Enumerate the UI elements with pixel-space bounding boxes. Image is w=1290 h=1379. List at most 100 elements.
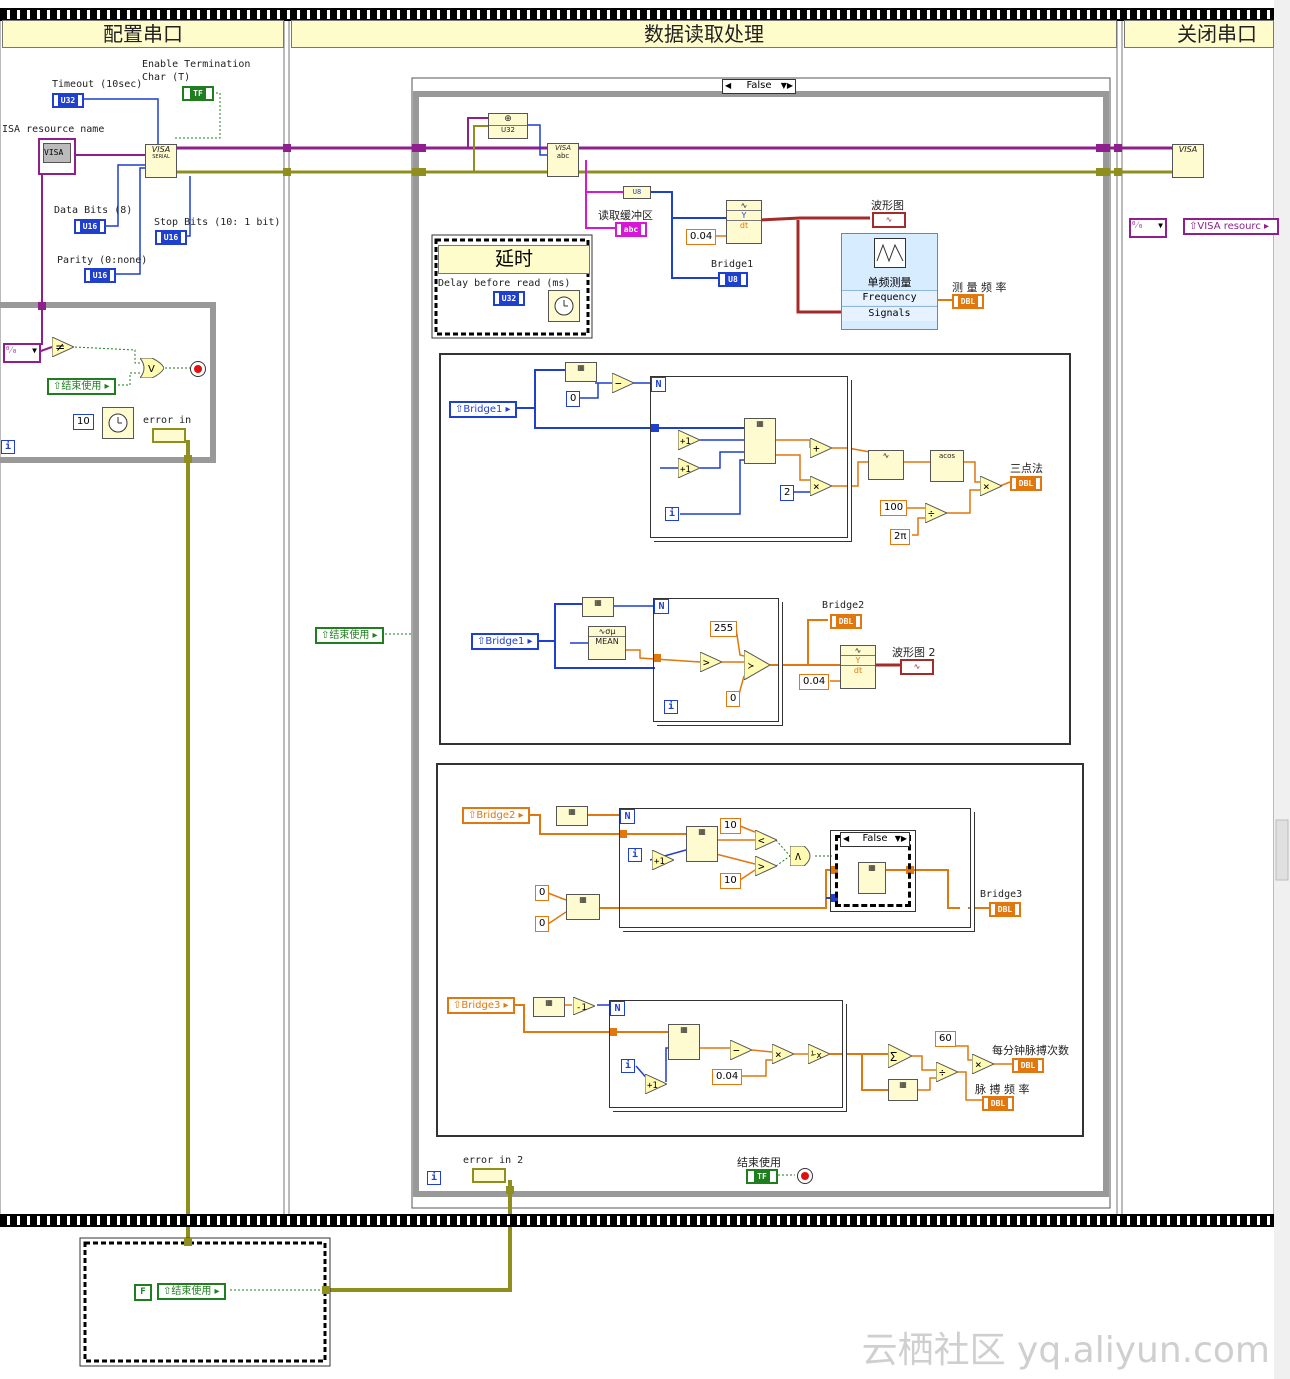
build-waveform-node-2[interactable]: ∿ Y dt (840, 645, 876, 689)
false-constant[interactable]: F (134, 1284, 152, 1301)
loop-stop-icon[interactable] (190, 361, 206, 377)
visa-read-node[interactable]: VISA abc (547, 143, 579, 177)
visa-resource-terminal[interactable]: VISA (38, 138, 76, 175)
index-array-node-b3[interactable]: ▦ (686, 826, 718, 862)
waveform-chart-icon[interactable]: ∿ (872, 212, 906, 228)
visa-close-ring[interactable]: ⁰⁄₀▼ (1129, 218, 1167, 238)
for-loop-count-b4: N (610, 1001, 625, 1016)
express-row-signals[interactable]: Signals (842, 306, 937, 321)
end-use-local-var-2[interactable]: ⇧结束使用 ▸ (315, 627, 384, 644)
const-0-b2[interactable]: 0 (726, 691, 741, 707)
increment-node-1[interactable]: +1 (677, 429, 702, 451)
visa-resource-local-var[interactable]: ⇧VISA resourc ▸ (1183, 218, 1279, 235)
bpm-terminal[interactable]: DBL (1012, 1058, 1044, 1073)
multiply-node-b1[interactable]: × (809, 475, 834, 497)
increment-node-2[interactable]: +1 (677, 457, 702, 479)
case-selector[interactable]: ◀ False ▼▶ (722, 79, 796, 94)
waveform2-chart-icon[interactable]: ∿ (900, 659, 934, 675)
const-2pi[interactable]: 2π (890, 529, 911, 545)
freq-terminal[interactable]: DBL (952, 294, 984, 309)
array-size-node-b4[interactable]: ▦ (888, 1079, 918, 1101)
delay-terminal[interactable]: U32 (493, 291, 525, 306)
const-0-b3a[interactable]: 0 (535, 885, 550, 901)
array-size-node-3[interactable]: ▦ (556, 806, 588, 826)
dt-const-2[interactable]: 0.04 (799, 674, 830, 690)
build-waveform-node[interactable]: ∿ Y dt (726, 200, 762, 244)
const-10-a[interactable]: 10 (720, 818, 741, 834)
divide-node-b1[interactable]: ÷ (924, 502, 949, 524)
bridge3-local-var[interactable]: ⇧Bridge3 ▸ (447, 997, 515, 1014)
add-node-b1[interactable]: + (809, 437, 834, 459)
increment-node-b3[interactable]: +1 (651, 849, 676, 871)
end-use-terminal[interactable]: TF (746, 1169, 778, 1184)
bridge1-local-var-2[interactable]: ⇧Bridge1 ▸ (471, 633, 539, 650)
const-255[interactable]: 255 (710, 621, 738, 637)
timeout-terminal[interactable]: U32 (52, 93, 84, 108)
subtract-node-b4[interactable]: − (729, 1039, 754, 1061)
greater-node-b3[interactable]: > (754, 855, 779, 877)
enable-term-terminal[interactable]: TF (182, 86, 214, 101)
error-in2-terminal[interactable] (472, 1168, 506, 1183)
visa-resource-ring[interactable]: ⁰⁄₀▼ (3, 343, 41, 363)
pulse-freq-terminal[interactable]: DBL (982, 1096, 1014, 1111)
visa-configure-serial-node[interactable]: VISA SERIAL (145, 144, 177, 178)
delay-wait-node[interactable] (548, 290, 580, 322)
array-size-node-1[interactable]: ▦ (565, 362, 597, 382)
initialize-array-node[interactable]: ▦ (566, 894, 600, 920)
bridge1-local-var-1[interactable]: ⇧Bridge1 ▸ (449, 401, 517, 418)
express-tone-measure[interactable]: 单频测量 Frequency Signals (841, 233, 938, 330)
data-bits-terminal[interactable]: U16 (74, 219, 106, 234)
wait-ms-node[interactable] (102, 407, 134, 439)
inner-case-selector[interactable]: ◀ False ▼▶ (840, 832, 910, 847)
bridge2-local-var[interactable]: ⇧Bridge2 ▸ (462, 807, 530, 824)
less-node-b3[interactable]: < (754, 829, 779, 851)
end-use-local-var-1[interactable]: ⇧结束使用 ▸ (47, 378, 116, 395)
subtract-node[interactable]: − (611, 372, 636, 394)
string-to-byte-array-node[interactable]: U8 (623, 186, 651, 199)
dt-const-4[interactable]: 0.04 (712, 1069, 743, 1085)
error-in-terminal[interactable] (152, 428, 186, 443)
index-array-node-b1[interactable]: ▦ (744, 418, 776, 464)
const-100[interactable]: 100 (880, 500, 908, 516)
stop-bits-terminal[interactable]: U16 (155, 230, 187, 245)
array-size-node-2[interactable]: ▦ (582, 597, 614, 617)
sum-array-node[interactable]: Σ (887, 1043, 914, 1069)
greater-node-b2[interactable]: > (699, 651, 724, 673)
not-equal-node[interactable]: ≠ (51, 336, 76, 358)
index-array-node-b4[interactable]: ▦ (668, 1024, 700, 1060)
three-point-terminal[interactable]: DBL (1010, 476, 1042, 491)
read-buffer-terminal[interactable]: abc (615, 222, 647, 237)
multiply-node-b4[interactable]: × (771, 1043, 796, 1065)
mean-node[interactable]: ∿σμ MEAN (588, 626, 626, 660)
const-10-b[interactable]: 10 (720, 873, 741, 889)
const-0-b1[interactable]: 0 (566, 391, 581, 407)
visa-property-node[interactable]: ⊕ U32 (488, 113, 528, 139)
select-node-b2[interactable]: ≻ (743, 649, 772, 681)
acos-node[interactable]: acos (930, 450, 964, 482)
multiply-node-b4b[interactable]: × (971, 1053, 996, 1075)
parity-terminal[interactable]: U16 (84, 268, 116, 283)
dt-const-1[interactable]: 0.04 (686, 229, 717, 245)
reciprocal-node-b4[interactable]: ⅟x (807, 1043, 832, 1065)
bridge1-u8-terminal[interactable]: U8 (718, 272, 748, 287)
array-size-node-4[interactable]: ▦ (533, 997, 565, 1017)
const-60[interactable]: 60 (935, 1031, 956, 1047)
bridge2-terminal[interactable]: DBL (830, 614, 862, 629)
increment-node-b4[interactable]: +1 (644, 1073, 669, 1095)
build-array-node-b3[interactable]: ▦ (858, 862, 886, 894)
wait-ms-const[interactable]: 10 (73, 414, 94, 430)
delay-frame-title: 延时 (438, 245, 590, 274)
while-loop-stop-icon[interactable] (797, 1168, 813, 1184)
multiply-node-b1b[interactable]: × (979, 475, 1004, 497)
bridge3-terminal[interactable]: DBL (989, 902, 1021, 917)
express-row-frequency[interactable]: Frequency (842, 290, 937, 305)
const-2-b1[interactable]: 2 (780, 485, 795, 501)
or-node[interactable]: V (138, 357, 165, 379)
divide-arrays-node[interactable]: ∿ (868, 450, 904, 480)
and-node-b3[interactable]: Λ (789, 845, 816, 867)
visa-close-node[interactable]: VISA (1172, 144, 1204, 178)
end-use-local-var-3[interactable]: ⇧结束使用 ▸ (157, 1283, 226, 1300)
decrement-node[interactable]: -1 (572, 996, 597, 1016)
const-0-b3b[interactable]: 0 (535, 916, 550, 932)
divide-node-b4[interactable]: ÷ (935, 1061, 960, 1083)
